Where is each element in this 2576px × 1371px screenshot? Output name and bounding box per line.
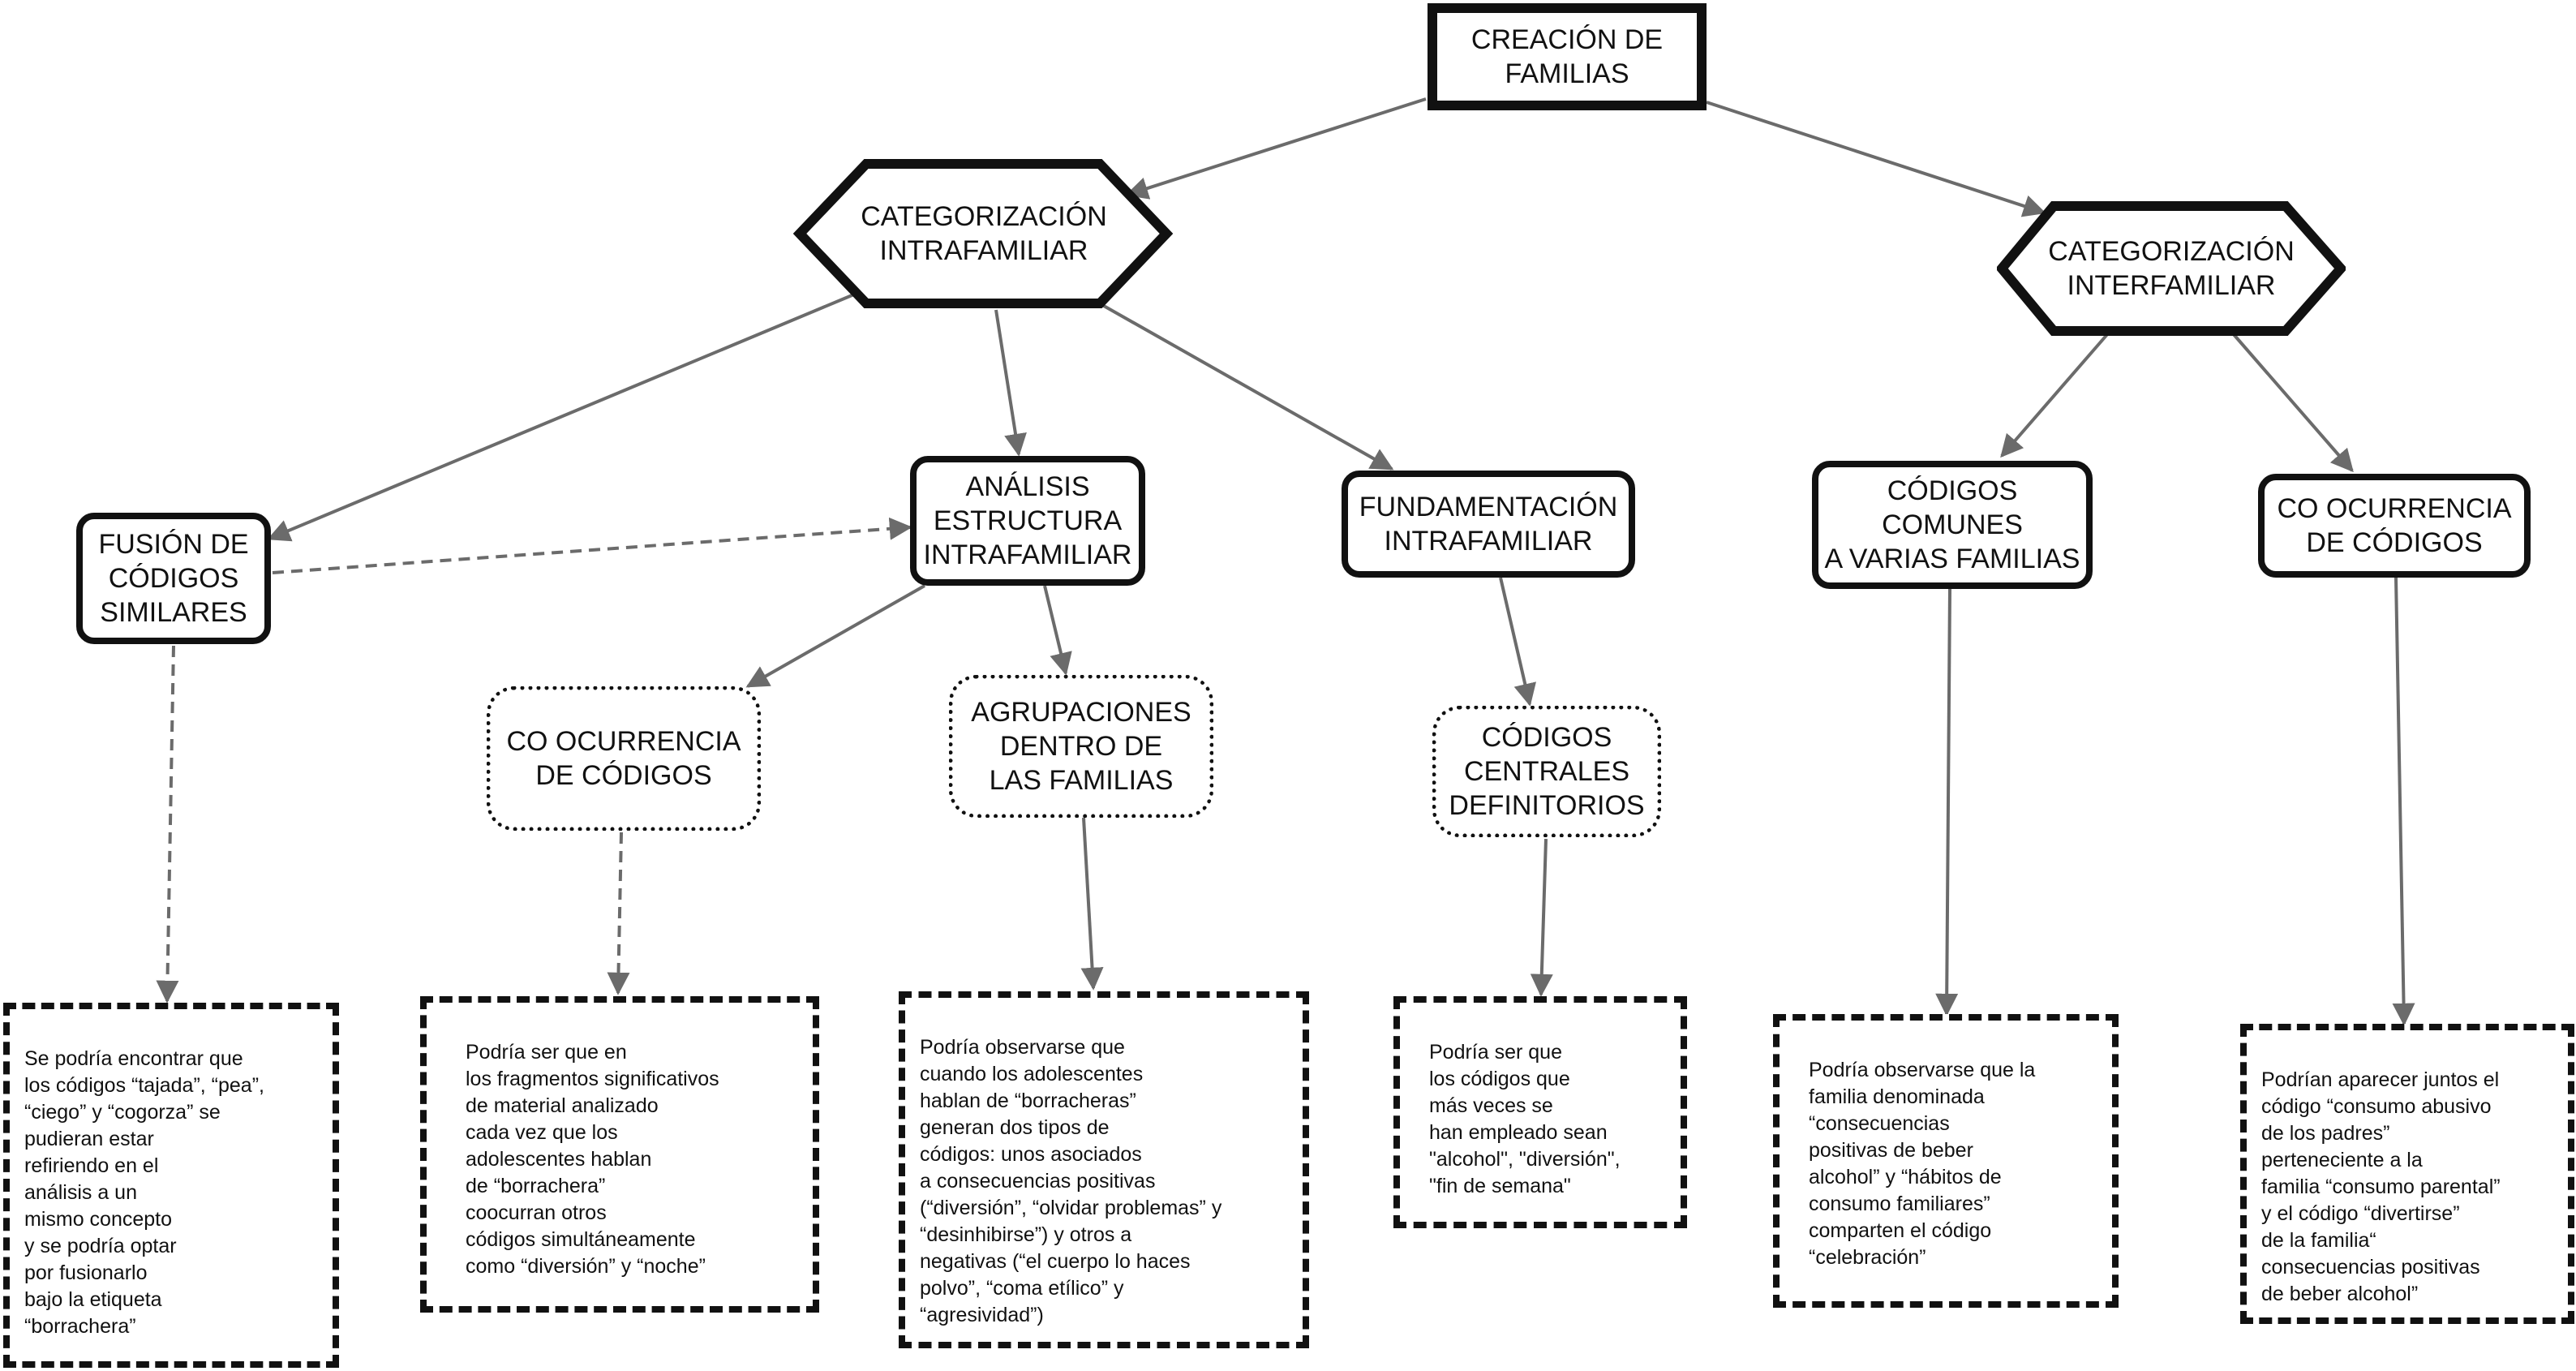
arrow-coocurrencia-inter-to-note [2392, 577, 2415, 1026]
note-comunes-text: Podría observarse que la familia denomin… [1809, 1059, 2036, 1269]
arrow-coocurrencia-to-note [607, 832, 630, 995]
node-coocurrencia-codigos-inter: CO OCURRENCIA DE CÓDIGOS [2258, 474, 2531, 578]
hexagon-node-categorizacion-intrafamiliar: CATEGORIZACIÓN INTRAFAMILIAR [793, 159, 1174, 308]
note-fusion-example: Se podría encontrar que los códigos “taj… [3, 1003, 339, 1368]
arrow-analisis-to-agrupaciones [1043, 585, 1072, 676]
note-coocurrencia-inter-text: Podrían aparecer juntos el código “consu… [2261, 1068, 2501, 1305]
arrow-comunes-to-note [1935, 588, 1959, 1016]
note-agrupaciones-text: Podría observarse que cuando los adolesc… [920, 1036, 1222, 1326]
arrow-agrupaciones-to-note [1080, 817, 1104, 991]
arrow-inter-to-coocurrencia [2230, 331, 2354, 473]
coocurrencia-intra-label: CO OCURRENCIA DE CÓDIGOS [506, 726, 741, 791]
arrow-fundamentacion-to-centrales [1499, 577, 1536, 707]
node-fusion-codigos-similares: FUSIÓN DE CÓDIGOS SIMILARES [76, 513, 271, 644]
agrupaciones-label: AGRUPACIONES DENTRO DE LAS FAMILIAS [971, 697, 1191, 796]
arrow-analisis-to-coocurrencia [745, 584, 925, 688]
arrow-intra-to-fundamentacion [1096, 300, 1394, 471]
note-centrales-example: Podría ser que los códigos que más veces… [1393, 996, 1687, 1228]
hexagon-inter-label: CATEGORIZACIÓN INTERFAMILIAR [2048, 236, 2295, 301]
node-analisis-estructura-intrafamiliar: ANÁLISIS ESTRUCTURA INTRAFAMILIAR [910, 456, 1145, 586]
arrow-root-to-intra [1125, 97, 1427, 200]
node-coocurrencia-codigos-intra: CO OCURRENCIA DE CÓDIGOS [487, 686, 761, 831]
note-agrupaciones-example: Podría observarse que cuando los adolesc… [899, 991, 1309, 1348]
arrow-centrales-to-note [1530, 838, 1553, 997]
note-centrales-text: Podría ser que los códigos que más veces… [1429, 1041, 1621, 1197]
root-node-creacion-familias: CREACIÓN DE FAMILIAS [1428, 3, 1707, 110]
arrow-intra-to-fusion [267, 290, 861, 542]
note-coocurrencia-example: Podría ser que en los fragmentos signifi… [420, 996, 819, 1313]
arrow-fusion-to-analisis [272, 517, 912, 574]
arrow-fusion-to-note [156, 645, 179, 1004]
hexagon-shape [793, 159, 1174, 308]
hexagon-intra-label: CATEGORIZACIÓN INTRAFAMILIAR [861, 201, 1107, 266]
analisis-label: ANÁLISIS ESTRUCTURA INTRAFAMILIAR [923, 471, 1132, 570]
arrow-root-to-inter [1706, 101, 2046, 217]
arrow-inter-to-comunes [2000, 331, 2110, 458]
note-coocurrencia-text: Podría ser que en los fragmentos signifi… [466, 1041, 719, 1278]
node-fundamentacion-intrafamiliar: FUNDAMENTACIÓN INTRAFAMILIAR [1342, 471, 1635, 578]
note-fusion-text: Se podría encontrar que los códigos “taj… [24, 1047, 264, 1338]
note-coocurrencia-inter-example: Podrían aparecer juntos el código “consu… [2240, 1024, 2574, 1324]
hexagon-shape [1997, 201, 2346, 336]
fusion-label: FUSIÓN DE CÓDIGOS SIMILARES [98, 529, 249, 628]
node-codigos-comunes: CÓDIGOS COMUNES A VARIAS FAMILIAS [1812, 461, 2093, 589]
hexagon-node-categorizacion-interfamiliar: CATEGORIZACIÓN INTERFAMILIAR [1997, 201, 2346, 336]
comunes-label: CÓDIGOS COMUNES A VARIAS FAMILIAS [1824, 475, 2080, 574]
note-comunes-example: Podría observarse que la familia denomin… [1773, 1014, 2119, 1308]
arrow-intra-to-analisis [994, 309, 1027, 457]
node-agrupaciones-familias: AGRUPACIONES DENTRO DE LAS FAMILIAS [949, 675, 1213, 818]
centrales-label: CÓDIGOS CENTRALES DEFINITORIOS [1449, 722, 1645, 821]
fundamentacion-label: FUNDAMENTACIÓN INTRAFAMILIAR [1359, 492, 1618, 557]
coocurrencia-inter-label: CO OCURRENCIA DE CÓDIGOS [2277, 493, 2512, 558]
node-codigos-centrales: CÓDIGOS CENTRALES DEFINITORIOS [1432, 706, 1661, 837]
root-node-label: CREACIÓN DE FAMILIAS [1470, 24, 1664, 89]
